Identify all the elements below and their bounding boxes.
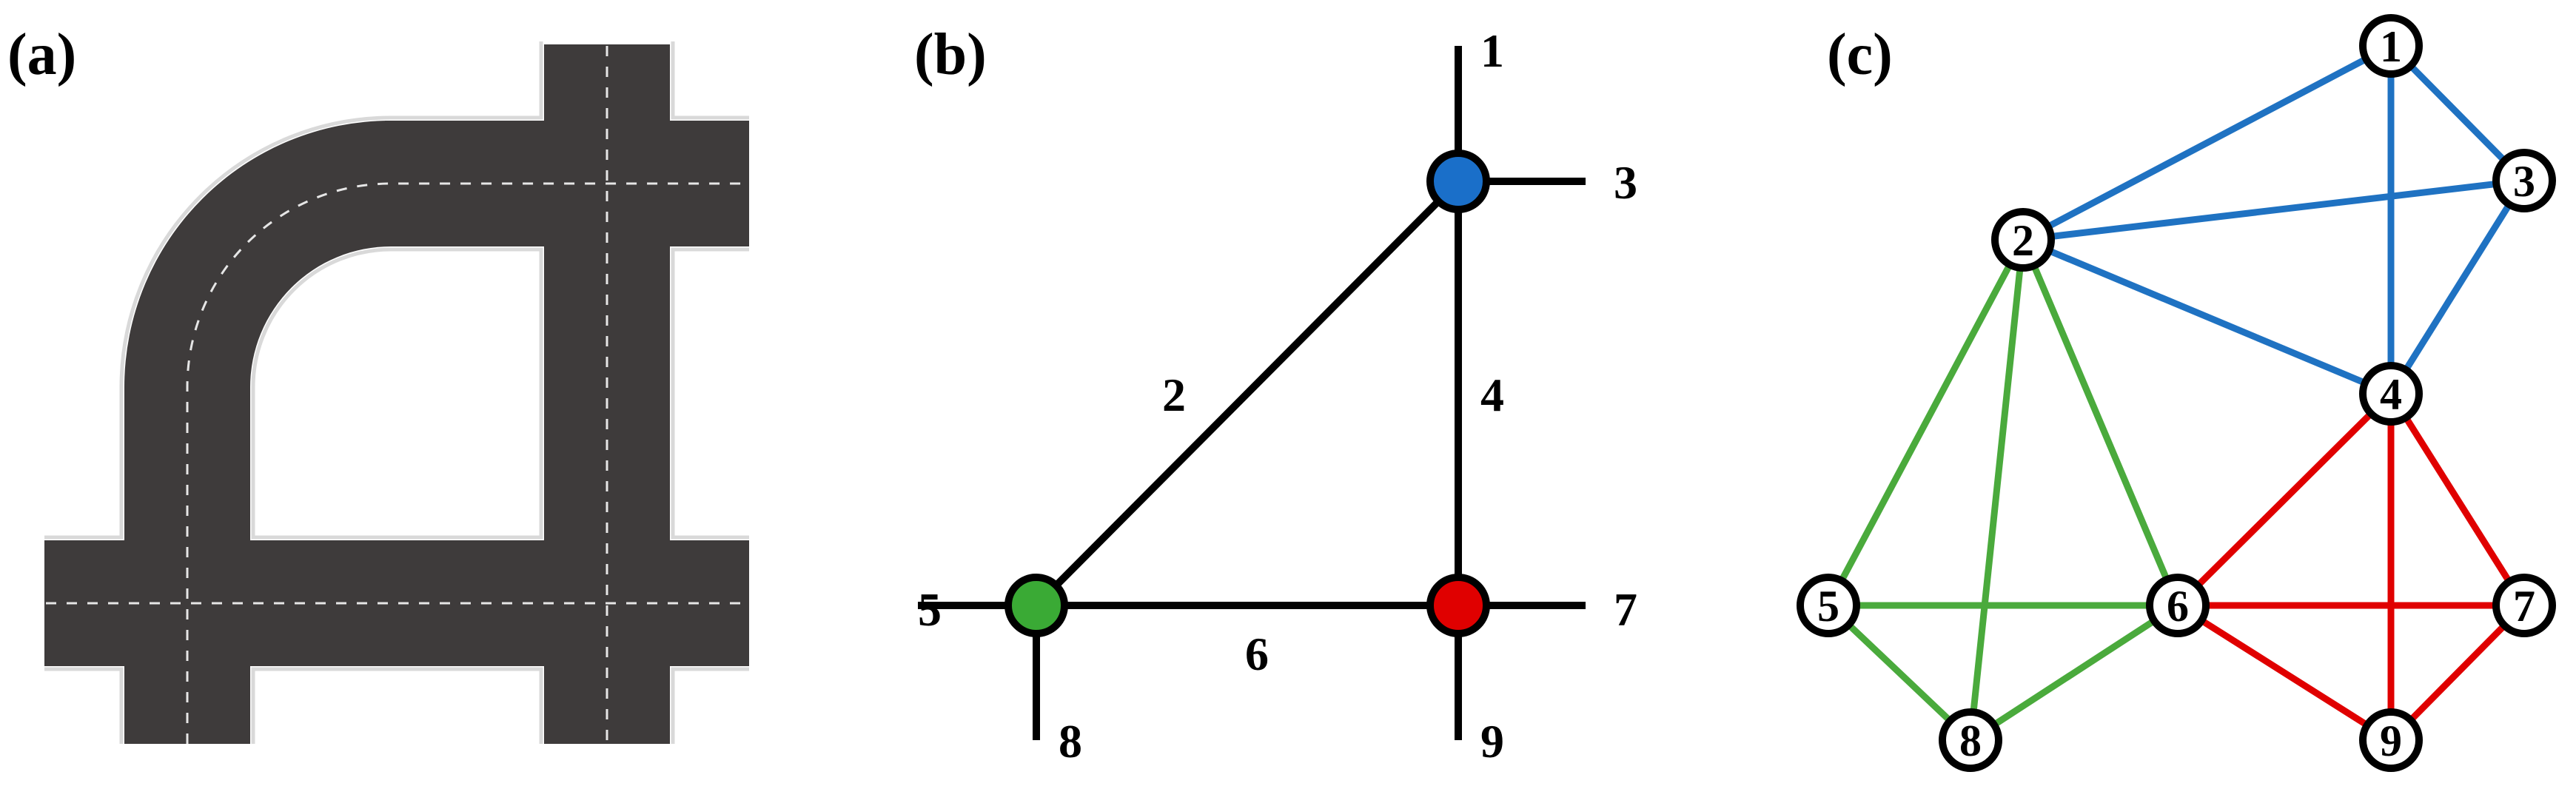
graph-node-6: 6 <box>2146 574 2210 637</box>
graph-edges <box>1825 43 2527 743</box>
road-center-lines <box>46 46 749 744</box>
panel-b: (b) 1 2 3 4 5 6 7 8 9 <box>914 22 1637 768</box>
graph-edge-6-9 <box>2176 602 2393 743</box>
graph-edge-2-6 <box>2019 238 2181 607</box>
graph-node-8: 8 <box>1939 708 2002 772</box>
intersection-top <box>1426 150 1490 213</box>
graph-node-label: 4 <box>2380 370 2402 419</box>
road-label-5: 5 <box>918 583 942 636</box>
graph-node-3: 3 <box>2492 149 2556 212</box>
road-label-9: 9 <box>1480 715 1504 768</box>
graph-node-label: 5 <box>1817 582 1839 631</box>
panel-a: (a) <box>7 22 749 744</box>
road-label-4: 4 <box>1480 369 1504 421</box>
graph-node-circle <box>2359 362 2423 426</box>
panel-a-label: (a) <box>7 22 76 87</box>
graph-node-label: 7 <box>2513 582 2535 631</box>
segment-2 <box>1033 178 1461 608</box>
graph-node-5: 5 <box>1797 574 1860 637</box>
road-label-1: 1 <box>1480 24 1504 77</box>
graph-edge-4-6 <box>2175 391 2394 608</box>
graph-node-2: 2 <box>1991 208 2055 272</box>
edge-bottom-middle <box>251 667 543 744</box>
graph-node-circle <box>2359 708 2423 772</box>
road-label-8: 8 <box>1059 715 1082 768</box>
edge-bottom-right <box>671 667 749 744</box>
graph-node-label: 3 <box>2513 157 2535 206</box>
graph-edge-5-8 <box>1825 602 1973 743</box>
intersections <box>1004 150 1490 637</box>
graph-node-circle <box>1991 208 2055 272</box>
road-label-2: 2 <box>1162 369 1186 421</box>
edge-bottom-left <box>44 667 124 744</box>
graph-node-label: 9 <box>2380 716 2402 765</box>
graph-node-circle <box>2359 14 2423 78</box>
edge-outer-curve <box>44 41 543 540</box>
road-label-7: 7 <box>1614 583 1637 636</box>
curved-road <box>124 121 391 414</box>
graph-edge-2-8 <box>1967 239 2027 741</box>
graph-node-7: 7 <box>2492 574 2556 637</box>
panel-b-label: (b) <box>914 22 987 87</box>
graph-node-1: 1 <box>2359 14 2423 78</box>
graph-edge-2-4 <box>2022 236 2392 397</box>
road-asphalt <box>44 44 749 744</box>
graph-node-label: 2 <box>2012 216 2034 265</box>
intersection-bottom-left <box>1004 574 1068 637</box>
edge-top-right <box>671 41 749 120</box>
graph-node-4: 4 <box>2359 362 2423 426</box>
graph-node-circle <box>2492 149 2556 212</box>
road-label-3: 3 <box>1614 156 1637 209</box>
graph-edge-6-8 <box>1968 602 2180 743</box>
road-map <box>44 41 749 744</box>
graph-node-circle <box>1797 574 1860 637</box>
edge-right-middle <box>671 247 749 540</box>
panel-c-label: (c) <box>1827 22 1893 87</box>
graph-edge-2-5 <box>1825 238 2026 608</box>
graph-node-label: 6 <box>2167 582 2189 631</box>
road-label-6: 6 <box>1245 628 1269 680</box>
graph-edge-3-4 <box>2388 178 2527 396</box>
graph-edge-2-3 <box>2022 177 2525 244</box>
road-edges <box>44 41 749 744</box>
graph-node-circle <box>2146 574 2210 637</box>
centerline-curve <box>186 182 749 744</box>
graph-nodes: 1 2 3 4 5 6 7 8 9 <box>1797 14 2556 772</box>
graph-node-label: 1 <box>2380 22 2402 71</box>
graph-node-circle <box>1939 708 2002 772</box>
graph-edge-4-7 <box>2388 392 2527 608</box>
graph-node-circle <box>2492 574 2556 637</box>
edge-inner-block <box>251 247 543 540</box>
graph-node-label: 8 <box>1959 716 1982 765</box>
intersection-bottom-right <box>1426 574 1490 637</box>
graph-edge-1-2 <box>2021 43 2393 243</box>
road-labels: 1 2 3 4 5 6 7 8 9 <box>918 24 1637 768</box>
graph-node-9: 9 <box>2359 708 2423 772</box>
panel-c: (c) 1 2 3 4 5 6 7 8 9 <box>1797 14 2556 772</box>
